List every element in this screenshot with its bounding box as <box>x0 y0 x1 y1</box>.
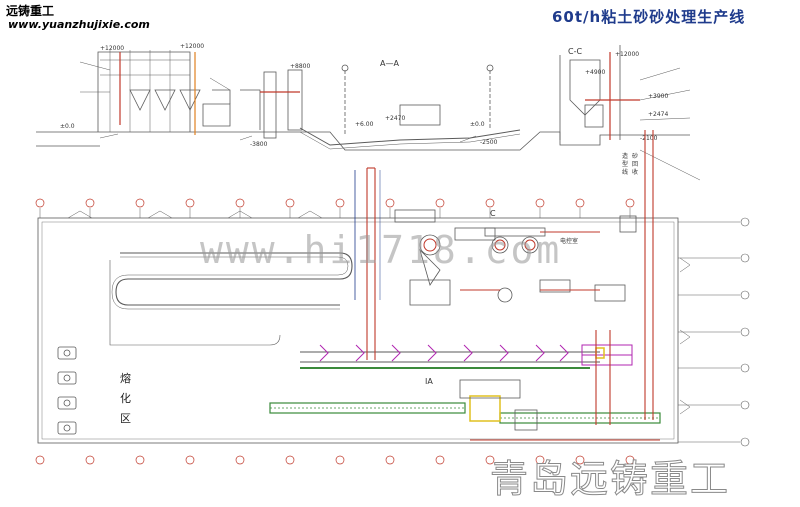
brand-name: 远铸重工 <box>6 4 55 18</box>
side-note-char: 回 <box>632 161 638 168</box>
plan-view <box>35 130 750 465</box>
elevation-label: +12000 <box>100 45 124 52</box>
elevation-label: -3800 <box>250 141 268 148</box>
company-watermark: 青岛远铸重工 <box>489 457 731 502</box>
elevation-label: ±0.0 <box>60 123 75 130</box>
elevation-texts: A—A C-C ±0.0 +12000 -3800 +6.00 +2470 ±0… <box>60 43 668 148</box>
elevation-label: +12000 <box>180 43 204 50</box>
zone-melt-char: 区 <box>120 412 131 425</box>
elevation-label: +6.00 <box>355 121 374 128</box>
elevation-label: +2470 <box>385 115 405 122</box>
elevation-label: ±0.0 <box>470 121 485 128</box>
elevation-label: +3900 <box>648 93 668 100</box>
section-c-c-label: C-C <box>568 47 582 56</box>
side-note-char: 型 <box>622 160 628 168</box>
section-c-plan-label: C <box>490 209 496 218</box>
plan-texts: 熔 化 区 造 型 线 砂 回 收 电控室 C IA <box>120 152 638 425</box>
elevation-view <box>36 45 701 181</box>
elevation-label: +8800 <box>290 63 310 70</box>
side-note-char: 收 <box>632 168 638 176</box>
section-a-plan-label: IA <box>425 377 433 386</box>
control-room-label: 电控室 <box>560 237 578 245</box>
section-a-a-label: A—A <box>380 59 399 68</box>
page-title: 60t/h粘土砂砂处理生产线 <box>552 8 746 26</box>
elevation-label: +2474 <box>648 111 668 118</box>
zone-melt-char: 熔 <box>120 371 131 385</box>
side-note-char: 线 <box>622 168 628 176</box>
website-url: www.yuanzhujixie.com <box>8 18 150 31</box>
elevation-label: -2500 <box>480 139 498 146</box>
side-note-char: 造 <box>622 152 628 160</box>
side-note-char: 砂 <box>632 152 638 160</box>
elevation-label: -2100 <box>640 135 658 142</box>
site-watermark: www.hi1718.com <box>200 228 563 272</box>
elevation-label: +4900 <box>585 69 605 76</box>
elevation-label: +12000 <box>615 51 639 58</box>
zone-melt-char: 化 <box>120 391 131 405</box>
